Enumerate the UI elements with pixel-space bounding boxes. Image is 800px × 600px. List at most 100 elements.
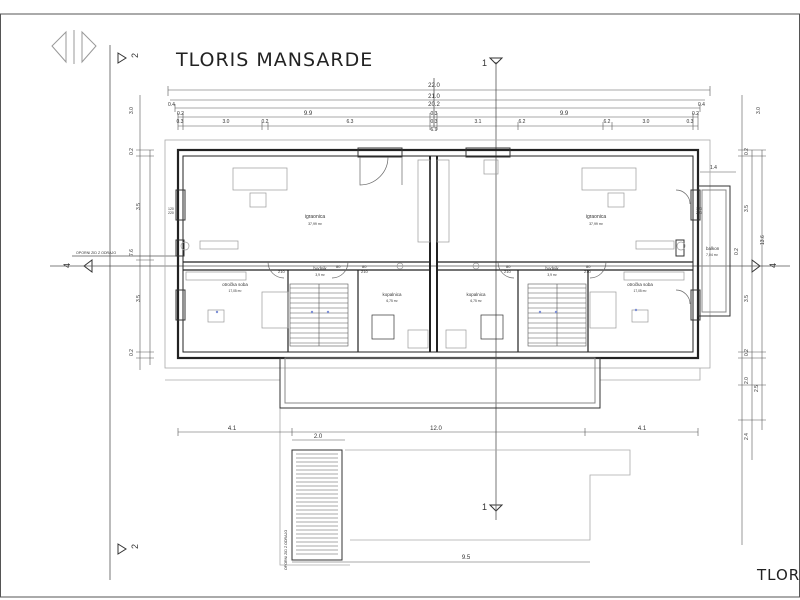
dim-row5: 0.3 xyxy=(687,119,694,125)
balcony xyxy=(697,185,731,317)
building-walls xyxy=(176,148,700,360)
dim-bottom: 12.0 xyxy=(430,426,442,432)
dim-right: 0.2 xyxy=(744,349,750,356)
section-mark-label: 1 xyxy=(482,502,487,512)
retaining-wall-label: OPORNI ZID Z ODRAJO xyxy=(76,251,116,255)
dim-row5: 3.0 xyxy=(223,119,230,125)
dim-right: 2.0 xyxy=(744,377,750,384)
dim-top-overall: 22.0 xyxy=(428,83,440,89)
section-mark-label: 1 xyxy=(482,58,487,68)
dim-right: 2.5 xyxy=(754,385,760,392)
dim-right: 0.2 xyxy=(734,248,740,255)
dim-top-row3-right: 0.4 xyxy=(698,102,705,108)
dim-left: 3.5 xyxy=(136,203,142,210)
window-tag: 120 xyxy=(696,207,702,211)
room-name-otrocka-soba-right: otročka soba xyxy=(627,282,653,287)
room-name-balkon: balkon xyxy=(706,246,720,251)
dim-row5-sub: 6.9 xyxy=(431,127,438,133)
dim-bottom: 9.5 xyxy=(462,555,471,561)
window-tag: 220 xyxy=(168,211,174,215)
dim-row4: 0.2 xyxy=(177,111,184,117)
dim-top-row3-left: 0.4 xyxy=(168,102,175,108)
site-outline xyxy=(164,139,711,566)
room-area-kopalnica-right: 6,75 m² xyxy=(470,299,482,303)
dim-row4: 0.3 xyxy=(431,111,438,117)
section-mark-label: 2 xyxy=(130,53,140,58)
dim-bottom: 4.1 xyxy=(638,426,647,432)
section-mark-label: 4 xyxy=(62,263,72,268)
room-name-igraonica-right: igraonica xyxy=(586,214,607,220)
dim-left: 3.5 xyxy=(136,295,142,302)
room-area-hodnik-right: 3,9 m² xyxy=(547,273,557,277)
dim-bottom: 4.1 xyxy=(228,426,237,432)
dim-left: 0.2 xyxy=(129,349,135,356)
dim-top-row2: 21.0 xyxy=(428,94,440,100)
dim-top-row3: 20.2 xyxy=(428,102,440,108)
door-height-label: 210 xyxy=(504,269,511,274)
dim-left: 7.6 xyxy=(129,249,135,256)
section-mark-left-bottom: 2 xyxy=(117,543,140,555)
room-name-kopalnica-left: kopalnica xyxy=(382,292,402,297)
drawing-title: TLORIS MANSARDE xyxy=(176,49,374,71)
room-name-igraonica-left: igraonica xyxy=(305,214,326,220)
room-area-kopalnica-left: 6,75 m² xyxy=(386,299,398,303)
section-mark-top: 1 xyxy=(482,57,504,68)
sheet-frame xyxy=(0,13,800,598)
door-width-label: 80 xyxy=(506,264,511,269)
windows xyxy=(175,147,701,321)
corner-title-fragment: TLORI xyxy=(757,566,800,584)
exterior-stair-treads xyxy=(296,453,338,555)
section-mark-label: 2 xyxy=(130,544,140,549)
dim-right: 3.5 xyxy=(744,295,750,302)
section-mark-label: 4 xyxy=(768,263,778,268)
room-area-hodnik-left: 3,9 m² xyxy=(315,273,325,277)
dim-bottom: 2.0 xyxy=(314,434,323,440)
section-mark-left-top: 2 xyxy=(117,52,140,64)
dim-left: 0.2 xyxy=(129,148,135,155)
lower-structure xyxy=(279,357,601,561)
right-dimension-lines xyxy=(738,95,766,545)
room-area-igraonica-left: 37,99 m² xyxy=(308,222,323,226)
dim-right: 3.0 xyxy=(756,107,762,114)
room-name-otrocka-soba-left: otročka soba xyxy=(222,282,248,287)
dim-row5: 6.2 xyxy=(519,119,526,125)
dim-row4: 9.9 xyxy=(304,111,313,117)
door-height-label: 210 xyxy=(278,269,285,274)
door-height-label: 210 xyxy=(361,269,368,274)
window-tag: 120 xyxy=(168,207,174,211)
room-area-otrocka-soba-left: 17,05 m² xyxy=(228,289,242,293)
room-area-otrocka-soba-right: 17,05 m² xyxy=(633,289,647,293)
room-name-hodnik-right: hodnik xyxy=(545,266,559,271)
dim-row4: 9.9 xyxy=(560,111,569,117)
dim-row5: 6.3 xyxy=(347,119,354,125)
doors xyxy=(267,156,691,305)
door-width-label: 80 xyxy=(586,264,591,269)
door-width-label: 80 xyxy=(336,264,341,269)
left-dimension-lines xyxy=(136,95,154,370)
dim-right: 0.2 xyxy=(744,148,750,155)
dim-row5: 0.3 xyxy=(431,119,438,125)
interior-stairs xyxy=(289,283,587,347)
room-area-igraonica-right: 37,99 m² xyxy=(589,222,604,226)
door-width-label: 80 xyxy=(362,264,367,269)
dim-right-small: 1.4 xyxy=(710,165,717,171)
window-tag: 220 xyxy=(696,211,702,215)
dim-row5: 3.0 xyxy=(643,119,650,125)
dim-row5: 0.3 xyxy=(177,119,184,125)
dim-row4: 0.2 xyxy=(692,111,699,117)
stair-marks xyxy=(215,308,638,314)
reference-lines xyxy=(50,45,790,580)
bottom-dimension-lines xyxy=(177,428,699,563)
dim-row5: 3.1 xyxy=(475,119,482,125)
door-height-label: 210 xyxy=(584,269,591,274)
dim-row5: 6.2 xyxy=(604,119,611,125)
room-area-balkon: 7,04 m² xyxy=(706,253,719,257)
dim-right: 13.6 xyxy=(760,235,766,245)
dim-right: 3.5 xyxy=(744,205,750,212)
retaining-wall-label-bottom: OPORNI ZID Z ODRAJO xyxy=(284,530,288,570)
section-mark-bottom: 1 xyxy=(482,502,504,512)
top-dimension-lines xyxy=(167,86,711,130)
room-name-hodnik-left: hodnik xyxy=(313,266,327,271)
dim-row5: 0.2 xyxy=(262,119,269,125)
